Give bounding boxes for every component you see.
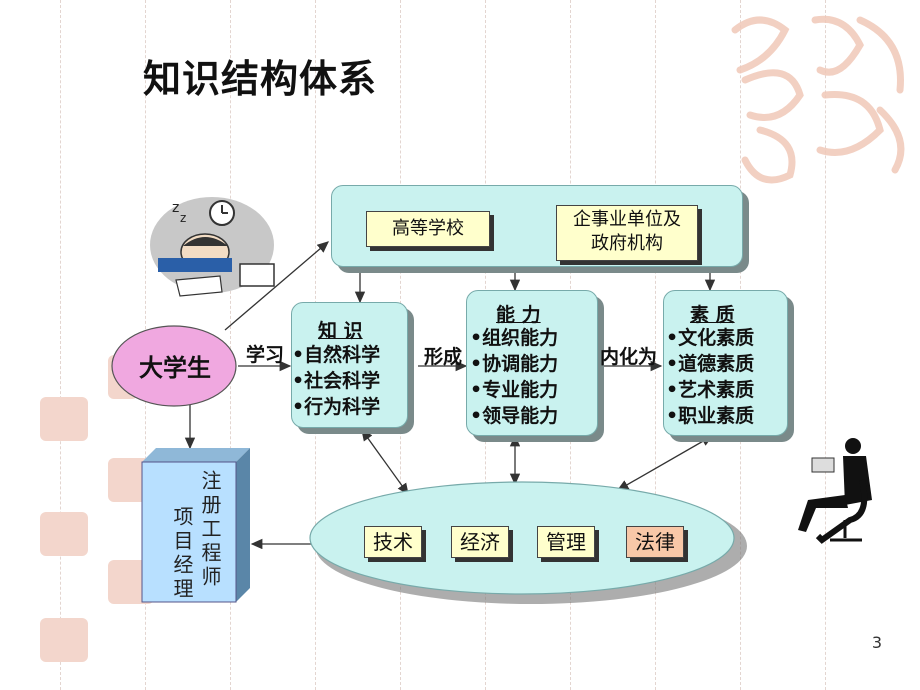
university-label: 高等学校 xyxy=(366,211,490,247)
enterprise-government-label: 企事业单位及 政府机构 xyxy=(556,205,698,261)
skill-economics: 经济 xyxy=(451,526,509,558)
knowledge-heading: 知 识 xyxy=(318,320,363,342)
knowledge-item: •行为科学 xyxy=(292,396,381,418)
knowledge-list: •自然科学 •社会科学 •行为科学 xyxy=(292,342,380,420)
quality-box xyxy=(663,290,788,436)
quality-item: •职业素质 xyxy=(666,405,755,427)
quality-list: •文化素质 •道德素质 •艺术素质 •职业素质 xyxy=(666,325,754,429)
knowledge-box xyxy=(291,302,408,428)
quality-item: •道德素质 xyxy=(666,353,755,375)
student-label: 大学生 xyxy=(139,354,211,382)
skill-technology: 技术 xyxy=(364,526,422,558)
page-title: 知识结构体系 xyxy=(143,57,378,101)
career-project-manager: 项目经理 xyxy=(170,506,194,602)
ability-heading: 能 力 xyxy=(496,304,541,326)
ability-item: •组织能力 xyxy=(470,327,559,349)
form-label: 形成 xyxy=(424,346,463,368)
skill-law: 法律 xyxy=(626,526,684,558)
knowledge-item: •自然科学 xyxy=(292,344,381,366)
ability-item: •协调能力 xyxy=(470,353,559,375)
knowledge-item: •社会科学 xyxy=(292,370,381,392)
skill-management: 管理 xyxy=(537,526,595,558)
quality-heading: 素 质 xyxy=(690,304,735,326)
quality-item: •文化素质 xyxy=(666,327,755,349)
page-number: 3 xyxy=(871,633,882,652)
ability-box xyxy=(466,290,598,436)
ability-list: •组织能力 •协调能力 •专业能力 •领导能力 xyxy=(470,325,558,429)
learn-label: 学习 xyxy=(246,344,285,366)
career-registered-engineer: 注册工程师 xyxy=(198,470,222,590)
enterprise-line2: 政府机构 xyxy=(591,233,663,254)
enterprise-line1: 企事业单位及 xyxy=(573,209,681,230)
internalize-label: 内化为 xyxy=(600,346,658,368)
ability-item: •领导能力 xyxy=(470,405,559,427)
quality-item: •艺术素质 xyxy=(666,379,755,401)
ability-item: •专业能力 xyxy=(470,379,559,401)
